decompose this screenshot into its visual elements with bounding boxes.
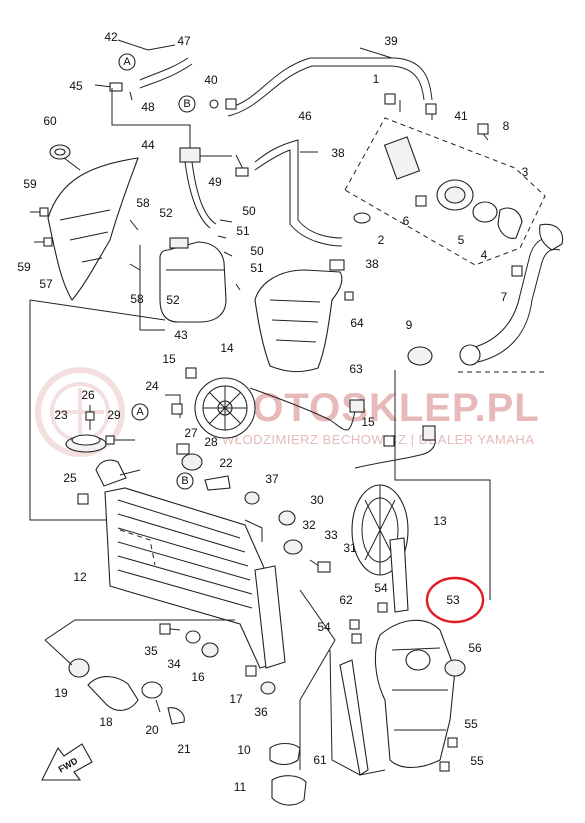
callout-51-top: 51 xyxy=(236,224,250,238)
callout-29: 29 xyxy=(107,408,121,422)
callout-11: 11 xyxy=(233,780,247,794)
callout-19: 19 xyxy=(54,686,68,700)
callout-1: 1 xyxy=(372,72,380,86)
callout-33: 33 xyxy=(324,528,338,542)
callout-52-bottom: 52 xyxy=(166,293,180,307)
callout-8: 8 xyxy=(502,119,510,133)
callout-36: 36 xyxy=(254,705,268,719)
callout-61: 61 xyxy=(313,753,327,767)
callout-50-bottom: 50 xyxy=(250,244,264,258)
callout-25: 25 xyxy=(63,471,77,485)
callout-64: 64 xyxy=(350,316,364,330)
callout-56: 56 xyxy=(468,641,482,655)
callout-3: 3 xyxy=(521,165,529,179)
callout-34: 34 xyxy=(167,657,181,671)
callout-27: 27 xyxy=(184,426,198,440)
callout-38-top: 38 xyxy=(331,146,345,160)
callout-30: 30 xyxy=(310,493,324,507)
callout-46: 46 xyxy=(298,109,312,123)
callout-6: 6 xyxy=(402,214,410,228)
callout-40: 40 xyxy=(204,73,218,87)
callout-57: 57 xyxy=(39,277,53,291)
callout-22: 22 xyxy=(219,456,233,470)
watermark-dealer: WŁODZIMIERZ BECHOWICZ | DEALER YAMAHA xyxy=(222,432,535,447)
callout-16: 16 xyxy=(191,670,205,684)
callout-20: 20 xyxy=(145,723,159,737)
watermark-brand: MOTOSKLEP.PL xyxy=(218,386,540,430)
callout-59-top: 59 xyxy=(23,177,37,191)
callout-9: 9 xyxy=(405,318,413,332)
callout-15-mid: 15 xyxy=(361,415,375,429)
callout-15-top: 15 xyxy=(162,352,176,366)
callout-47: 47 xyxy=(177,34,191,48)
callout-5: 5 xyxy=(457,233,465,247)
marker-a-top: A xyxy=(123,56,131,68)
callout-39: 39 xyxy=(384,34,398,48)
callout-59-bottom: 59 xyxy=(17,260,31,274)
callout-13: 13 xyxy=(433,514,447,528)
callout-17: 17 xyxy=(229,692,243,706)
callout-49: 49 xyxy=(208,175,222,189)
callout-38-bottom: 38 xyxy=(365,257,379,271)
callout-26: 26 xyxy=(81,388,95,402)
callout-54-mid: 54 xyxy=(317,620,331,634)
callout-51-bottom: 51 xyxy=(250,261,264,275)
callout-24: 24 xyxy=(145,379,159,393)
callout-53: 53 xyxy=(446,593,460,607)
callout-37: 37 xyxy=(265,472,279,486)
marker-b-mid: B xyxy=(181,475,189,487)
callout-7: 7 xyxy=(500,290,508,304)
callout-2: 2 xyxy=(377,233,385,247)
callout-28: 28 xyxy=(204,435,218,449)
callout-43: 43 xyxy=(174,328,188,342)
marker-b-top: B xyxy=(183,98,191,110)
callout-55-bottom: 55 xyxy=(470,754,484,768)
callout-63: 63 xyxy=(349,362,363,376)
callout-58-bottom: 58 xyxy=(130,292,144,306)
callout-41: 41 xyxy=(454,109,468,123)
callout-48-top: 48 xyxy=(141,100,155,114)
callout-42: 42 xyxy=(104,30,118,44)
callout-44: 44 xyxy=(141,138,155,152)
callout-18: 18 xyxy=(99,715,113,729)
callout-10: 10 xyxy=(237,743,251,757)
callout-60: 60 xyxy=(43,114,57,128)
callout-32: 32 xyxy=(302,518,316,532)
callout-55-top: 55 xyxy=(464,717,478,731)
watermark-logo xyxy=(35,367,125,457)
callout-58-top: 58 xyxy=(136,196,150,210)
callout-14: 14 xyxy=(220,341,234,355)
callout-31: 31 xyxy=(343,541,357,555)
callout-62: 62 xyxy=(339,593,353,607)
callout-45: 45 xyxy=(69,79,83,93)
marker-a-left: A xyxy=(136,406,144,418)
callout-54-top: 54 xyxy=(374,581,388,595)
callout-21: 21 xyxy=(177,742,191,756)
highlight-circle xyxy=(425,576,485,624)
callout-35: 35 xyxy=(144,644,158,658)
callout-4: 4 xyxy=(480,248,488,262)
callout-12: 12 xyxy=(73,570,87,584)
callout-50-top: 50 xyxy=(242,204,256,218)
callout-52-top: 52 xyxy=(159,206,173,220)
callout-23: 23 xyxy=(54,408,68,422)
